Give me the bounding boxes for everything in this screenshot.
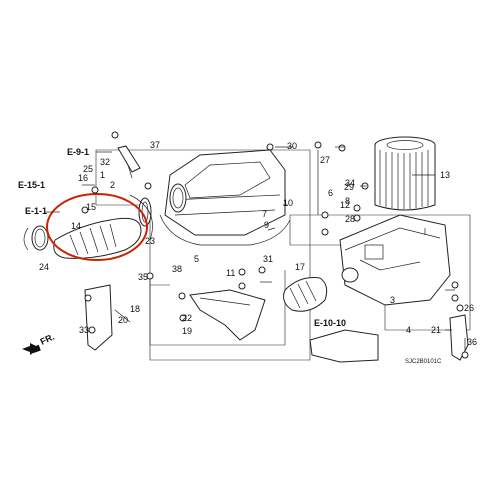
part-number-5: 5 <box>194 254 199 264</box>
bracket-20 <box>84 284 113 351</box>
air-cleaner-upper-housing <box>164 149 286 236</box>
part-number-36: 36 <box>467 337 477 347</box>
air-cleaner-lower-housing <box>339 214 451 306</box>
part-number-2: 2 <box>110 180 115 190</box>
part-number-16: 16 <box>78 173 88 183</box>
arc-23 <box>129 194 153 241</box>
part-number-25: 25 <box>83 164 93 174</box>
part-number-35: 35 <box>138 272 148 282</box>
group-outline-lower-box <box>289 214 471 331</box>
highlight-circle <box>46 193 148 261</box>
part-number-11: 11 <box>226 268 235 278</box>
air-filter-element <box>374 136 436 211</box>
part-number-20: 20 <box>118 315 128 325</box>
part-number-10: 10 <box>283 198 293 208</box>
part-number-22: 22 <box>182 313 192 323</box>
part-number-30: 30 <box>287 141 297 151</box>
part-number-17: 17 <box>295 262 305 272</box>
part-number-28: 28 <box>345 214 355 224</box>
part-number-19: 19 <box>182 326 192 336</box>
part-number-33: 33 <box>79 325 89 335</box>
part-number-26: 26 <box>464 303 474 313</box>
part-number-29: 29 <box>344 182 354 192</box>
part-number-8: 8 <box>345 196 350 206</box>
arc-24 <box>23 227 29 251</box>
leader-lines <box>45 146 466 350</box>
part-number-23: 23 <box>145 236 155 246</box>
part-number-38: 38 <box>172 264 182 274</box>
part-number-13: 13 <box>440 170 450 180</box>
ref-label-e-10-10: E-10-10 <box>314 318 346 328</box>
part-number-7: 7 <box>262 209 267 219</box>
gasket-seal <box>159 214 291 246</box>
part-number-31: 31 <box>263 254 273 264</box>
ref-label-e-1-1: E-1-1 <box>25 206 47 216</box>
figure-code: SJC2B0101C <box>405 359 442 365</box>
intake-tube <box>31 197 152 259</box>
part-number-6: 6 <box>328 188 333 198</box>
breather-hose-body <box>117 145 141 173</box>
part-number-37: 37 <box>150 140 160 150</box>
part-number-27: 27 <box>320 155 330 165</box>
part-number-9: 9 <box>264 220 269 230</box>
part-number-24: 24 <box>39 262 49 272</box>
resonator-duct <box>283 277 328 312</box>
ref-label-e-9-1: E-9-1 <box>67 147 89 157</box>
part-number-34: 34 <box>345 178 355 188</box>
intake-duct-lower <box>189 289 266 341</box>
part-number-callouts: 1234567891011121314151617181920212223242… <box>39 140 477 347</box>
front-direction-arrow: FR. <box>22 332 56 355</box>
front-direction-label: FR. <box>39 332 56 347</box>
part-number-32: 32 <box>100 157 110 167</box>
ref-label-e-15-1: E-15-1 <box>18 180 45 190</box>
part-number-3: 3 <box>390 295 395 305</box>
part-number-18: 18 <box>130 304 140 314</box>
part-number-15: 15 <box>86 202 96 212</box>
part-number-1: 1 <box>100 170 105 180</box>
part-number-4: 4 <box>406 325 411 335</box>
part-number-21: 21 <box>431 325 441 335</box>
bracket-e10 <box>309 329 379 363</box>
bolts-fasteners <box>81 131 469 359</box>
part-number-14: 14 <box>71 221 81 231</box>
part-number-12: 12 <box>340 200 350 210</box>
group-outline-resonator <box>149 270 286 346</box>
